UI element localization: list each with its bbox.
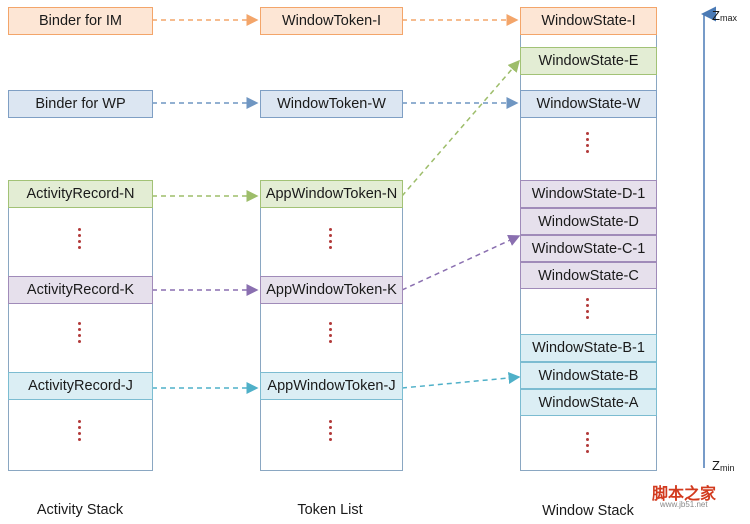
ellipsis-dots	[329, 420, 333, 444]
window-state-d-1: WindowState-D-1	[520, 180, 657, 208]
window-state-e: WindowState-E	[520, 47, 657, 75]
window-state-c-1: WindowState-C-1	[520, 235, 657, 262]
z-max-label: Zmax	[712, 8, 737, 23]
window-stack-label: Window Stack	[542, 503, 634, 519]
window-state-b-1: WindowState-B-1	[520, 334, 657, 362]
binder-wp-box: Binder for WP	[8, 90, 153, 118]
window-state-i: WindowState-I	[520, 7, 657, 35]
activity-record-j: ActivityRecord-J	[8, 372, 153, 400]
ellipsis-dots	[78, 420, 82, 444]
ellipsis-dots	[78, 228, 82, 252]
window-token-i: WindowToken-I	[260, 7, 403, 35]
arrow-apptoken-j-to-state-b	[401, 372, 521, 389]
app-window-token-k: AppWindowToken-K	[260, 276, 403, 304]
arrow-apptoken-n-to-state-e	[401, 59, 520, 197]
ellipsis-dots	[586, 432, 590, 456]
window-state-b: WindowState-B	[520, 362, 657, 389]
token-list-label: Token List	[297, 502, 363, 518]
watermark-logo: 脚本之家	[652, 484, 717, 503]
ellipsis-dots	[329, 322, 333, 346]
ellipsis-dots	[586, 298, 590, 322]
activity-record-k: ActivityRecord-K	[8, 276, 153, 304]
app-window-token-j: AppWindowToken-J	[260, 372, 403, 400]
arrow-apptoken-k-to-state-c1	[401, 234, 521, 291]
binder-im-box: Binder for IM	[8, 7, 153, 35]
ellipsis-dots	[329, 228, 333, 252]
app-window-token-n: AppWindowToken-N	[260, 180, 403, 208]
window-token-w: WindowToken-W	[260, 90, 403, 118]
z-min-label: Zmin	[712, 458, 735, 473]
window-state-c: WindowState-C	[520, 262, 657, 289]
activity-stack-label: Activity Stack	[36, 502, 124, 518]
activity-record-n: ActivityRecord-N	[8, 180, 153, 208]
window-state-w: WindowState-W	[520, 90, 657, 118]
window-state-a: WindowState-A	[520, 389, 657, 416]
watermark-url: www.jb51.net	[660, 500, 708, 509]
ellipsis-dots	[78, 322, 82, 346]
window-state-d: WindowState-D	[520, 208, 657, 235]
ellipsis-dots	[586, 132, 590, 156]
